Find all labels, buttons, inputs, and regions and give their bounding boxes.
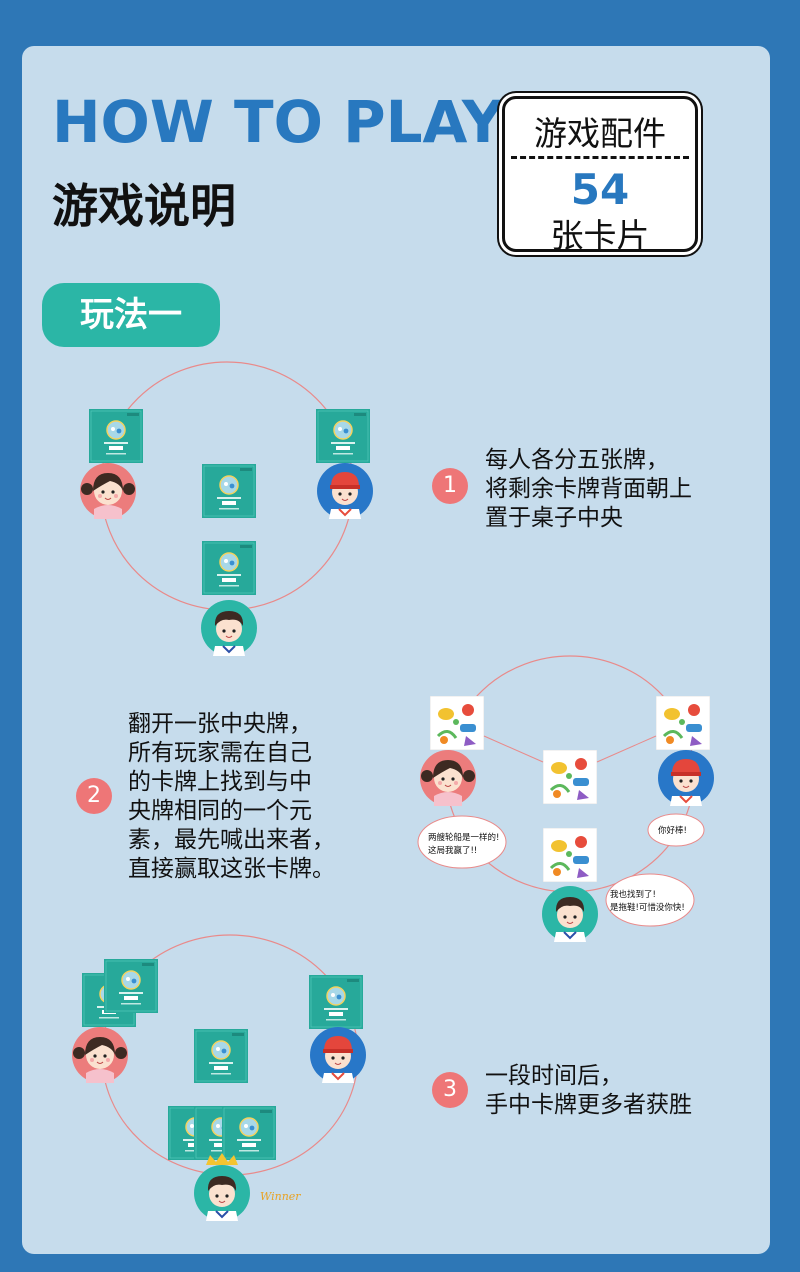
- dashed-divider: [511, 156, 689, 159]
- player-boy-avatar: [201, 600, 257, 656]
- player-girl-avatar: [420, 750, 476, 806]
- step-number: 2: [76, 778, 112, 814]
- bubble-text: 两艘轮船是一样的!: [428, 832, 499, 843]
- player-capboy-avatar: [658, 750, 714, 806]
- scene-win: Winner: [72, 934, 366, 1221]
- scene-match: 两艘轮船是一样的! 这局我赢了!! 你好棒! 我也找到了! 是拖鞋!可惜没你快!: [417, 655, 714, 942]
- crown-icon: [206, 1153, 238, 1165]
- title-chinese: 游戏说明: [52, 179, 236, 233]
- scene-deal: [80, 361, 373, 656]
- mode-badge: 玩法一: [42, 283, 220, 347]
- card-back: [309, 975, 363, 1029]
- bubble-text: 我也找到了!: [610, 889, 656, 900]
- speech-bubble-boy: 我也找到了! 是拖鞋!可惜没你快!: [605, 873, 695, 927]
- accessories-label: 游戏配件: [534, 114, 666, 153]
- bubble-text: 是拖鞋!可惜没你快!: [610, 902, 685, 913]
- speech-bubble-capboy: 你好棒!: [647, 813, 705, 847]
- player-capboy-avatar: [310, 1027, 366, 1083]
- card-back: [89, 409, 143, 463]
- picture-card: [430, 696, 484, 750]
- player-boy-avatar: [194, 1165, 250, 1221]
- bubble-text: 你好棒!: [658, 825, 687, 836]
- picture-card-center: [543, 750, 597, 804]
- card-back: [202, 541, 256, 595]
- player-girl-avatar: [80, 463, 136, 519]
- card-back-center: [194, 1029, 248, 1083]
- picture-card: [656, 696, 710, 750]
- card-count-unit: 张卡片: [550, 216, 650, 255]
- bubble-text: 这局我赢了!!: [428, 845, 477, 856]
- card-back: [104, 959, 158, 1013]
- title-english: HOW TO PLAY: [52, 88, 504, 156]
- step-number: 1: [432, 468, 468, 504]
- accessories-box: 游戏配件 54 张卡片: [502, 96, 698, 255]
- player-capboy-avatar: [317, 463, 373, 519]
- card-back: [316, 409, 370, 463]
- step-text: 每人各分五张牌， 将剩余卡牌背面朝上 置于桌子中央: [485, 447, 692, 531]
- step-number: 3: [432, 1072, 468, 1108]
- player-girl-avatar: [72, 1027, 128, 1083]
- speech-bubble-girl: 两艘轮船是一样的! 这局我赢了!!: [417, 815, 507, 869]
- step-text: 翻开一张中央牌， 所有玩家需在自己 的卡牌上找到与中 央牌相同的一个元 素，最先…: [128, 711, 335, 882]
- card-count: 54: [570, 165, 630, 214]
- card-back: [222, 1106, 276, 1160]
- picture-card: [543, 828, 597, 882]
- player-boy-avatar: [542, 886, 598, 942]
- winner-label: Winner: [260, 1190, 301, 1203]
- step-text: 一段时间后， 手中卡牌更多者获胜: [485, 1063, 692, 1118]
- card-back-center: [202, 464, 256, 518]
